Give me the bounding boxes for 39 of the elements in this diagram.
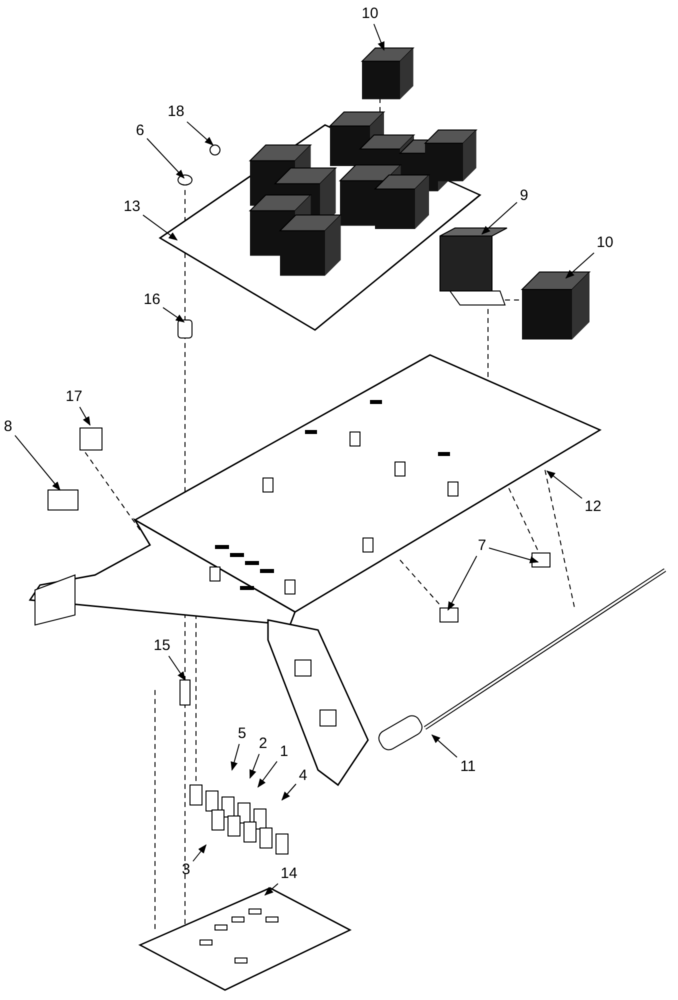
leader-line [186,121,214,146]
callout-number: 18 [166,103,186,121]
leader-line [168,656,186,681]
callout-number: 17 [64,388,84,406]
callout-number: 3 [180,861,192,879]
leader-line [264,883,278,896]
leader-line [373,24,384,51]
callout-number: 4 [297,767,309,785]
callout-number: 13 [122,198,142,216]
callout-number: 14 [279,865,299,883]
leader-line [257,760,278,788]
leader-line [79,406,90,426]
callout-number: 15 [152,637,172,655]
leader-line [565,252,594,279]
callout-number: 9 [518,187,530,205]
callout-number: 2 [257,735,269,753]
leader-line [431,734,458,758]
leader-line [481,202,518,235]
callout-number: 16 [142,291,162,309]
callout-number: 7 [476,537,488,555]
leader-line [192,844,207,862]
callout-number: 12 [583,498,603,516]
callout-number: 8 [2,418,14,436]
leader-line [142,214,178,241]
leader-line [162,307,185,322]
callout-number: 5 [236,725,248,743]
callout-number: 6 [134,122,146,140]
leader-line [546,470,582,499]
leader-line [250,754,260,779]
callout-number: 1 [278,743,290,761]
leader-line [281,784,296,801]
callout-number: 11 [458,758,478,776]
leader-line [488,548,539,564]
callout-number: 10 [360,5,380,23]
leader-line [448,556,478,611]
leader-line [230,744,240,771]
leader-line [14,434,61,491]
leader-line [146,138,185,179]
callout-number: 10 [595,234,615,252]
